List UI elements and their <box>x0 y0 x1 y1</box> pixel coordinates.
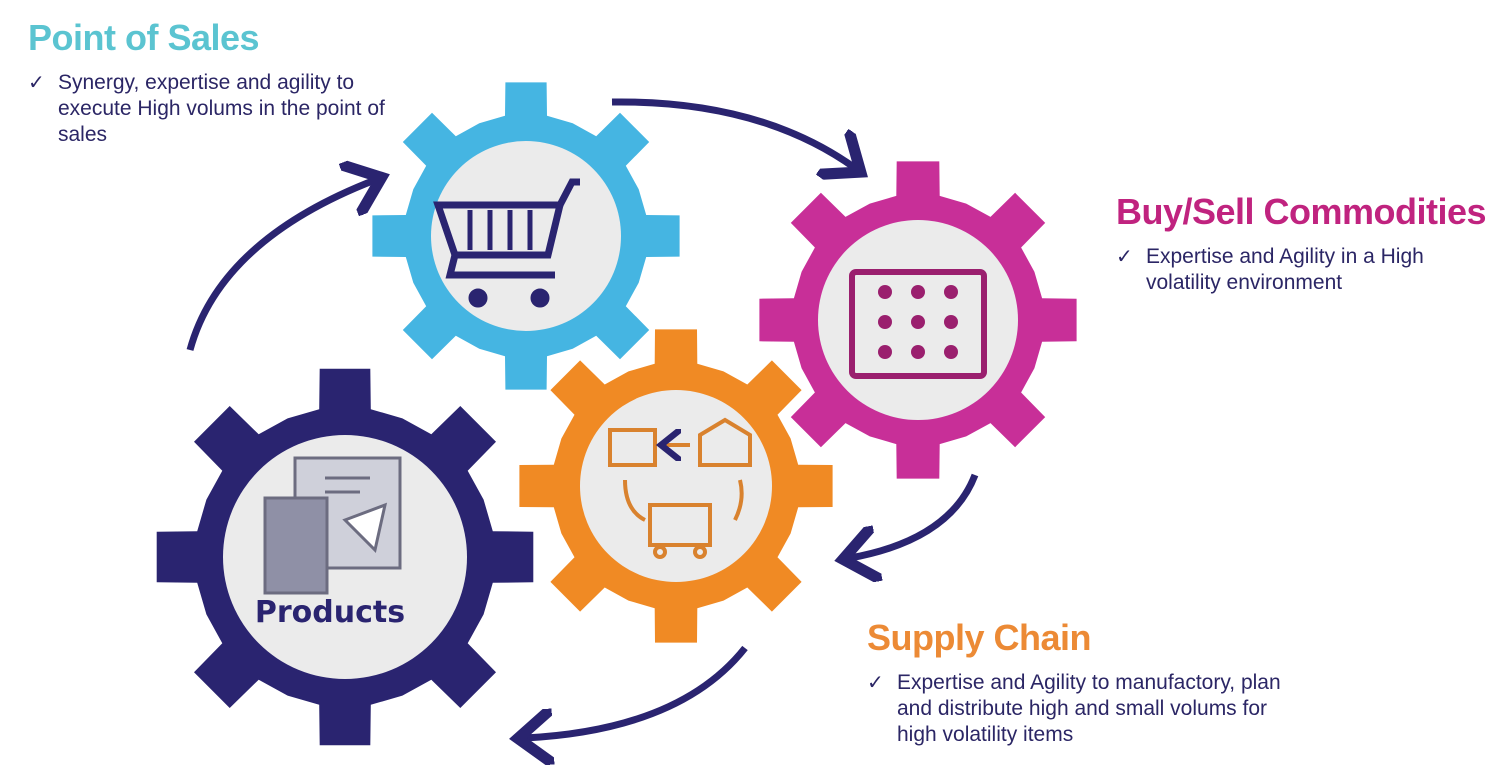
arrow-pos-to-buysell <box>611 98 855 168</box>
buy-sell-block: Buy/Sell Commodities ✓ Expertise and Agi… <box>1116 191 1487 296</box>
point-of-sales-title: Point of Sales <box>28 17 260 58</box>
gear-supply-chain <box>519 329 833 643</box>
products-label: Products <box>255 595 405 630</box>
check-icon: ✓ <box>867 672 884 694</box>
supply-chain-cycle-icon <box>608 417 752 559</box>
arrow-supply-to-products <box>525 645 748 738</box>
buy-sell-bullet: ✓ Expertise and Agility in a High volati… <box>1116 244 1476 296</box>
snack-bags-icon <box>263 456 402 595</box>
point-of-sales-block: Point of Sales ✓ Synergy, expertise and … <box>28 18 408 148</box>
bullet-text: Synergy, expertise and agility to execut… <box>58 71 385 146</box>
bullet-text: Expertise and Agility to manufactory, pl… <box>897 671 1281 746</box>
check-icon: ✓ <box>1116 246 1133 268</box>
arrow-buysell-to-supply <box>850 473 979 558</box>
point-of-sales-bullet: ✓ Synergy, expertise and agility to exec… <box>28 70 408 148</box>
check-icon: ✓ <box>28 72 45 94</box>
abacus-icon <box>849 269 987 379</box>
buy-sell-title: Buy/Sell Commodities <box>1116 191 1487 232</box>
bullet-text: Expertise and Agility in a High volatili… <box>1146 245 1424 294</box>
arrow-products-to-pos <box>186 180 375 351</box>
supply-chain-block: Supply Chain ✓ Expertise and Agility to … <box>867 618 1287 748</box>
shopping-cart-icon <box>433 178 580 308</box>
supply-chain-title: Supply Chain <box>867 617 1092 658</box>
gear-center <box>431 141 621 331</box>
gear-center <box>580 390 772 582</box>
gear-point-of-sales <box>372 82 680 390</box>
supply-chain-bullet: ✓ Expertise and Agility to manufactory, … <box>867 670 1287 748</box>
